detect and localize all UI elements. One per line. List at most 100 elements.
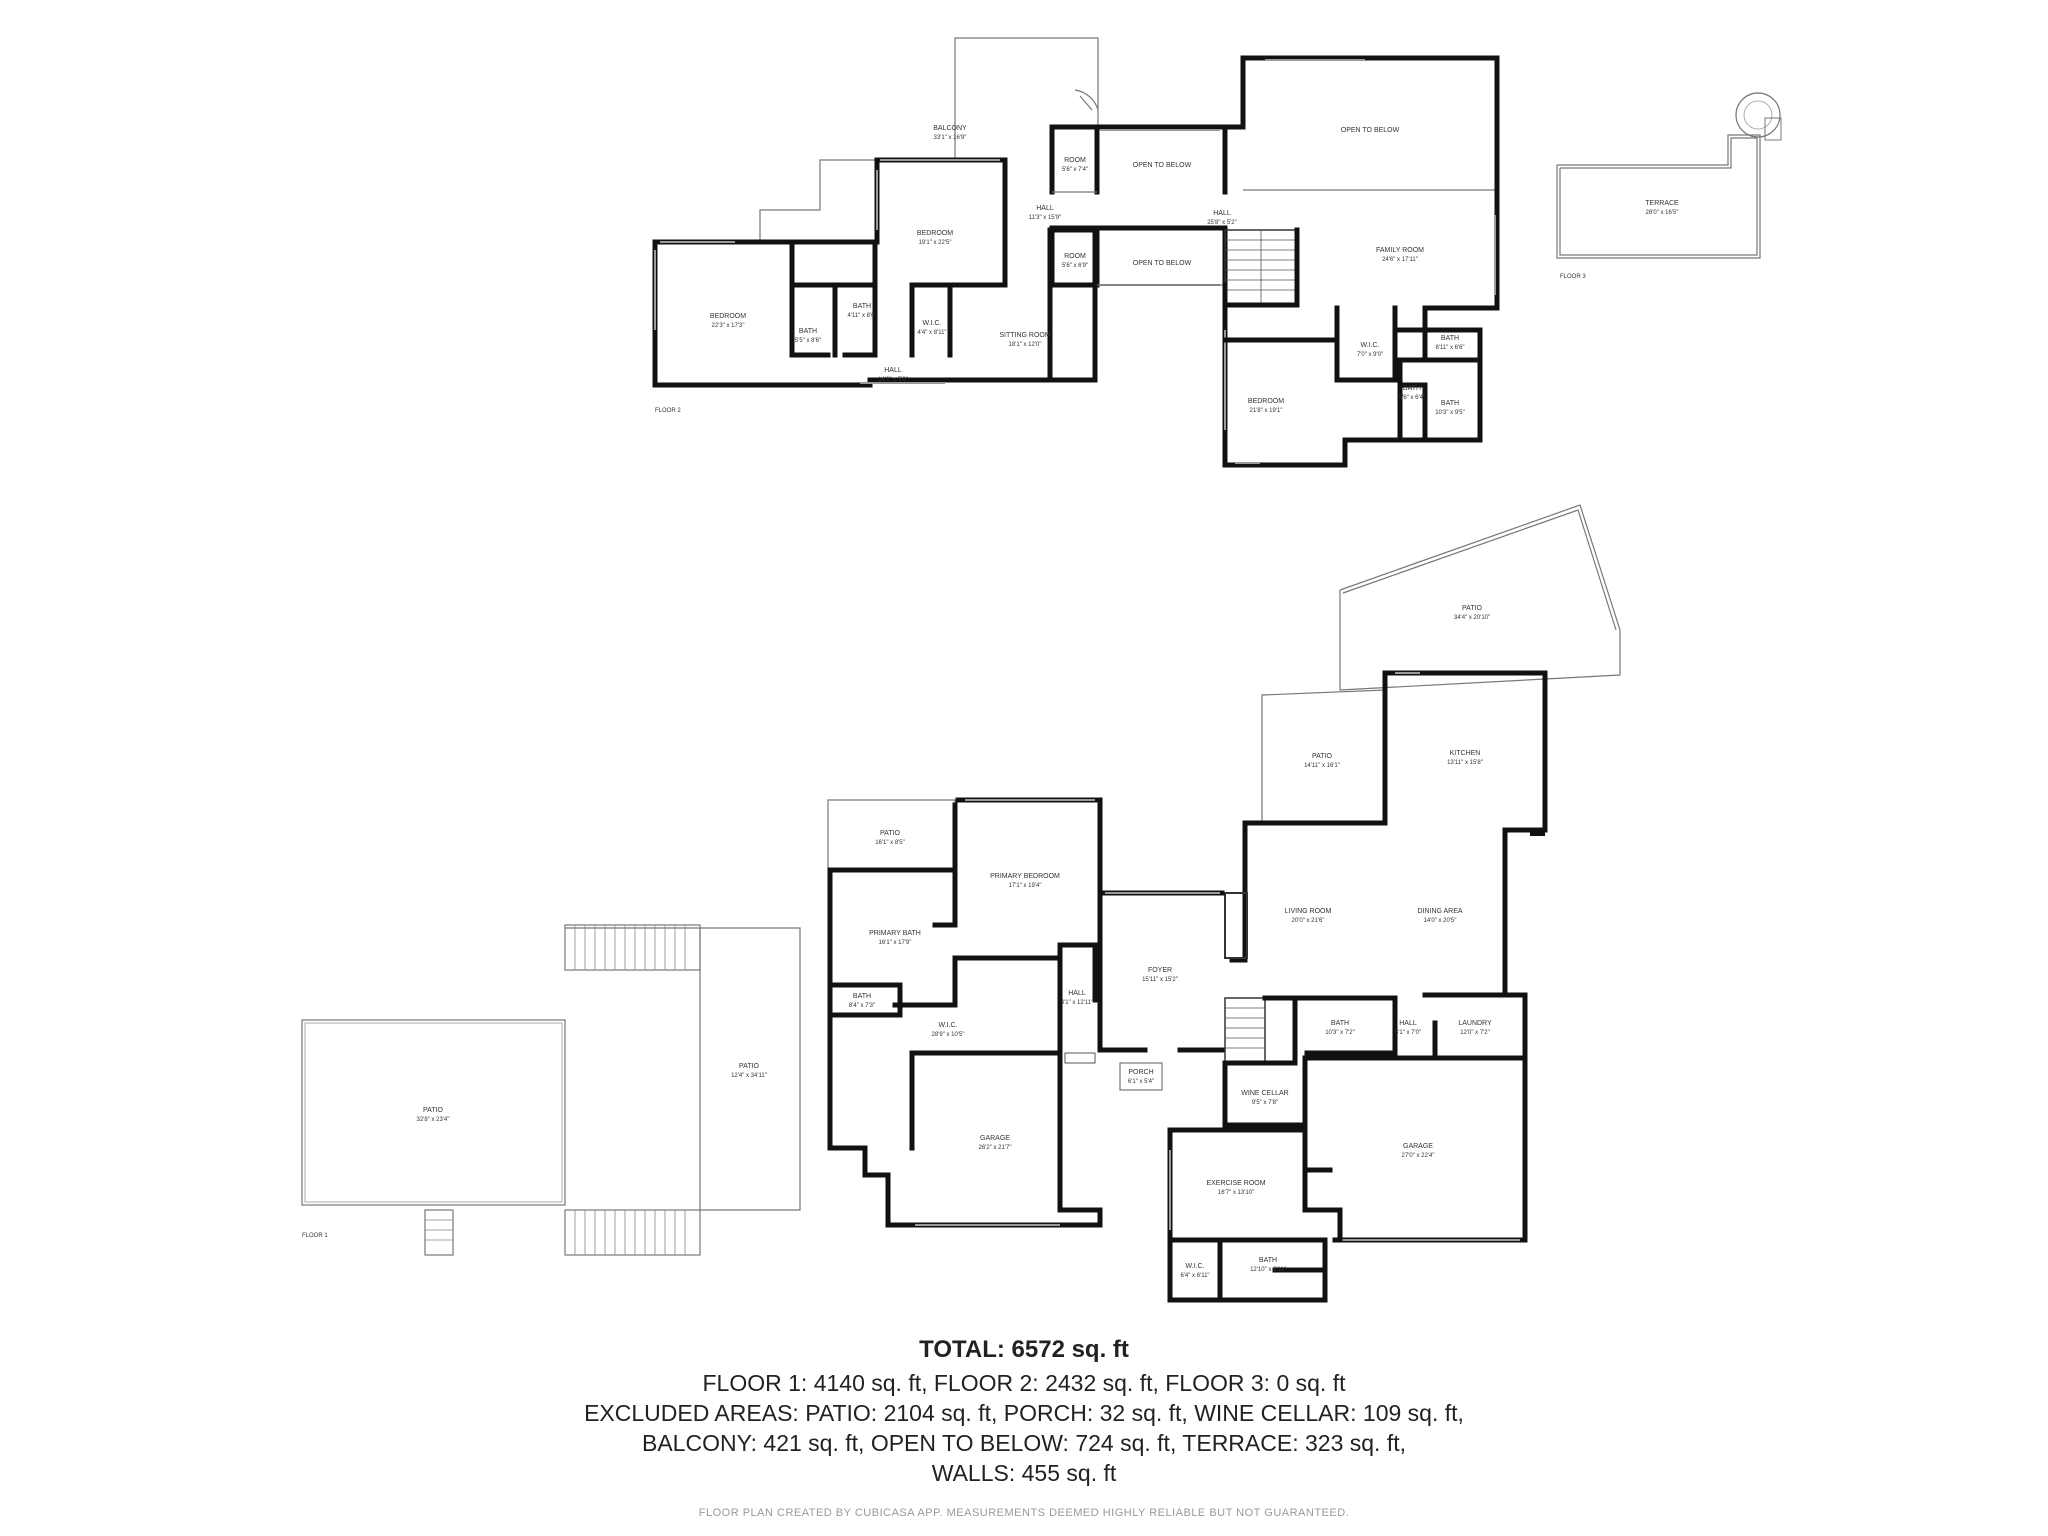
- room-dim: 5'5" x 8'6": [795, 338, 821, 344]
- room-dim: 16'1" x 8'5": [875, 840, 905, 846]
- room-dim: 19'1" x 22'5": [919, 240, 952, 246]
- spiral-stair-icon: [1735, 92, 1781, 138]
- stair-b-icon: [564, 1209, 701, 1256]
- room-name: ROOM: [1064, 253, 1086, 260]
- room-name: HALL: [1036, 205, 1054, 212]
- room-dim: 33'1" x 16'9": [934, 135, 967, 141]
- exercise-room-walls: [1167, 1127, 1328, 1303]
- room-dim: 22'3" x 17'3": [712, 323, 745, 329]
- room-name: SITTING ROOM: [999, 332, 1051, 339]
- room-name: BATH: [1441, 400, 1459, 407]
- room-name: WINE CELLAR: [1241, 1090, 1288, 1097]
- floor-3-label: FLOOR 3: [1560, 274, 1586, 280]
- room-name: FAMILY ROOM: [1376, 247, 1424, 254]
- room-name: HALL: [1399, 1020, 1417, 1027]
- room-labels: BALCONY 33'1" x 16'9" ROOM 5'6" x 7'4" O…: [417, 125, 1680, 1279]
- room-name: LIVING ROOM: [1285, 908, 1332, 915]
- room-dim: 27'0" x 22'4": [1402, 1153, 1435, 1159]
- room-dim: 21'8" x 19'1": [1250, 408, 1283, 414]
- excluded-areas-line-2: BALCONY: 421 sq. ft, OPEN TO BELOW: 724 …: [641, 1430, 1406, 1456]
- room-name: PATIO: [880, 830, 901, 837]
- room-name: FOYER: [1148, 967, 1172, 974]
- room-name: BEDROOM: [710, 313, 746, 320]
- stair-c-icon: [424, 1209, 454, 1256]
- room-dim: 17'1" x 19'4": [1009, 883, 1042, 889]
- room-dim: 12'10" x 6'11": [1250, 1267, 1286, 1273]
- room-dim: 9'5" x 7'8": [1252, 1100, 1278, 1106]
- room-name: OPEN TO BELOW: [1133, 260, 1192, 267]
- room-dim: 34'4" x 20'10": [1454, 615, 1490, 621]
- open-to-below-c-walls: [1222, 55, 1500, 195]
- family-room-walls: [1422, 187, 1500, 333]
- room-name: BATH: [1403, 385, 1421, 392]
- room-dim: 10'3" x 7'2": [1325, 1030, 1355, 1036]
- room-name: BEDROOM: [917, 230, 953, 237]
- room-name: EXERCISE ROOM: [1206, 1180, 1265, 1187]
- room-dim: 8'4" x 7'3": [849, 1003, 875, 1009]
- room-a-walls: [1049, 124, 1100, 195]
- room-dim: 5'6" x 7'4": [1062, 167, 1088, 173]
- room-name: W.I.C.: [922, 320, 941, 327]
- stair-a-icon: [564, 924, 701, 971]
- bedroom-c-walls: [1222, 282, 1403, 468]
- room-dim: 8'11" x 6'6": [1435, 345, 1464, 351]
- floor-3-plan: FLOOR 3: [1556, 92, 1782, 280]
- room-dim: 6'1" x 7'0": [1395, 1030, 1421, 1036]
- room-name: BATH: [853, 303, 871, 310]
- room-name: BATH: [1331, 1020, 1349, 1027]
- floor-2-label: FLOOR 2: [655, 408, 681, 414]
- room-dim: 25'8" x 5'2": [1207, 220, 1237, 226]
- floor-2-plan: FLOOR 2: [652, 37, 1500, 468]
- room-b-walls: [1049, 225, 1100, 288]
- porch-outline: [1119, 1062, 1163, 1091]
- room-name: W.I.C.: [1185, 1263, 1204, 1270]
- bedroom-a-walls: [757, 157, 1008, 288]
- total-area: TOTAL: 6572 sq. ft: [919, 1336, 1129, 1363]
- room-name: DINING AREA: [1417, 908, 1462, 915]
- room-dim: 24'6" x 17'11": [1382, 257, 1418, 263]
- room-name: OPEN TO BELOW: [1133, 162, 1192, 169]
- room-name: BATH: [853, 993, 871, 1000]
- room-dim: 16'1" x 17'9": [879, 940, 912, 946]
- patio-big-outline: [1339, 504, 1621, 691]
- patio-c-outline: [699, 927, 801, 1211]
- wine-cellar-walls: [1222, 1060, 1308, 1128]
- room-dim: 20'0" x 21'6": [1292, 918, 1325, 924]
- room-name: GARAGE: [980, 1135, 1010, 1142]
- room-dim: 16'7" x 13'10": [1218, 1190, 1254, 1196]
- room-name: PRIMARY BATH: [869, 930, 921, 937]
- spiral-stair-icon: [1074, 89, 1099, 111]
- floor-areas-line: FLOOR 1: 4140 sq. ft, FLOOR 2: 2432 sq. …: [702, 1370, 1346, 1396]
- terrace-outline: [1556, 134, 1761, 259]
- floor-1-label: FLOOR 1: [302, 1233, 328, 1239]
- room-dim: 28'9" x 10'5": [932, 1032, 965, 1038]
- walls-area-line: WALLS: 455 sq. ft: [931, 1460, 1117, 1486]
- room-dim: 18'1" x 12'0": [1009, 342, 1042, 348]
- room-name: KITCHEN: [1450, 750, 1481, 757]
- room-dim: 4'1" x 12'11": [1061, 1000, 1093, 1006]
- room-dim: 15'11" x 15'2": [1142, 977, 1178, 983]
- room-dim: 32'8" x 23'4": [417, 1117, 450, 1123]
- room-name: HALL: [884, 367, 902, 374]
- room-dim: 6'4" x 6'11": [1180, 1273, 1209, 1279]
- room-name: BALCONY: [933, 125, 967, 132]
- room-dim: 26'2" x 21'7": [979, 1145, 1012, 1151]
- credit-note: FLOOR PLAN CREATED BY CUBICASA APP. MEAS…: [698, 1507, 1350, 1519]
- room-name: TERRACE: [1645, 200, 1679, 207]
- room-dim: 28'0" x 16'5": [1646, 210, 1679, 216]
- room-dim: 14'2" x 5'0": [878, 377, 908, 383]
- room-dim: 4'4" x 8'11": [917, 330, 946, 336]
- room-name: LAUNDRY: [1458, 1020, 1492, 1027]
- room-dim: 7'0" x 9'0": [1357, 352, 1383, 358]
- room-dim: 10'3" x 9'5": [1435, 410, 1465, 416]
- kitchen-counter: [1530, 828, 1545, 836]
- room-dim: 5'6" x 6'4": [1399, 395, 1425, 401]
- room-dim: 4'11" x 8'6": [847, 313, 876, 319]
- room-name: PRIMARY BEDROOM: [990, 873, 1060, 880]
- room-name: BATH: [1441, 335, 1459, 342]
- room-dim: 13'11" x 15'8": [1447, 760, 1483, 766]
- room-name: PORCH: [1128, 1069, 1153, 1076]
- room-name: BATH: [1259, 1257, 1277, 1264]
- open-to-below-a-walls: [1094, 124, 1228, 195]
- room-dim: 14'11" x 16'1": [1304, 763, 1340, 769]
